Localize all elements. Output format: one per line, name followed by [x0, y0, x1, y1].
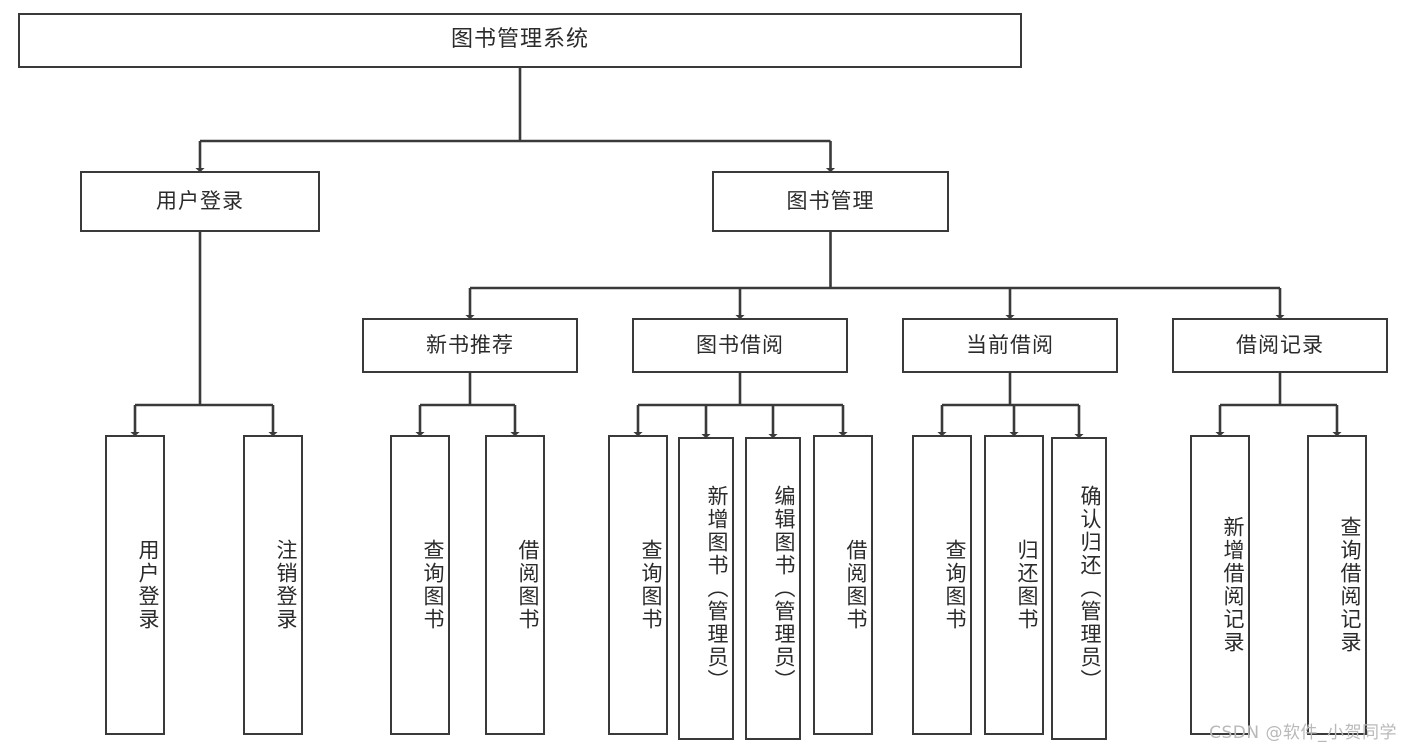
node-label: 查询借阅记录: [1338, 516, 1362, 654]
leaf-add-borrow-record[interactable]: 新增借阅记录: [1190, 435, 1250, 735]
node-book-management[interactable]: 图书管理: [712, 171, 949, 232]
leaf-confirm-return-admin[interactable]: 确认归还（管理员）: [1051, 437, 1107, 740]
leaf-return-book[interactable]: 归还图书: [984, 435, 1044, 735]
leaf-query-borrow-record[interactable]: 查询借阅记录: [1307, 435, 1367, 735]
leaf-borrow-book[interactable]: 借阅图书: [813, 435, 873, 735]
leaf-borrow-book-recommend[interactable]: 借阅图书: [485, 435, 545, 735]
node-label: 新书推荐: [426, 332, 514, 357]
node-label: 新增图书（管理员）: [705, 485, 729, 692]
node-label: 用户登录: [156, 188, 244, 213]
leaf-logout-login[interactable]: 注销登录: [243, 435, 303, 735]
node-borrow-record[interactable]: 借阅记录: [1172, 318, 1388, 373]
node-label: 当前借阅: [966, 332, 1054, 357]
node-current-borrow[interactable]: 当前借阅: [902, 318, 1118, 373]
node-root-system[interactable]: 图书管理系统: [18, 13, 1022, 68]
leaf-user-login[interactable]: 用户登录: [105, 435, 165, 735]
node-label: 图书借阅: [696, 332, 784, 357]
node-label: 借阅记录: [1236, 332, 1324, 357]
node-label: 借阅图书: [844, 539, 868, 631]
node-label: 注销登录: [274, 539, 298, 631]
node-label: 查询图书: [639, 539, 663, 631]
node-label: 图书管理系统: [450, 27, 589, 53]
node-label: 用户登录: [136, 539, 160, 631]
node-label: 归还图书: [1015, 539, 1039, 631]
node-label: 查询图书: [421, 539, 445, 631]
leaf-add-book-admin[interactable]: 新增图书（管理员）: [678, 437, 734, 740]
node-book-borrow[interactable]: 图书借阅: [632, 318, 848, 373]
node-label: 查询图书: [943, 539, 967, 631]
node-label: 借阅图书: [516, 539, 540, 631]
node-label: 编辑图书（管理员）: [772, 485, 796, 692]
node-label: 确认归还（管理员）: [1078, 485, 1102, 692]
node-new-book-recommend[interactable]: 新书推荐: [362, 318, 578, 373]
node-user-login[interactable]: 用户登录: [80, 171, 320, 232]
node-label: 图书管理: [786, 188, 875, 213]
leaf-query-book-current[interactable]: 查询图书: [912, 435, 972, 735]
leaf-edit-book-admin[interactable]: 编辑图书（管理员）: [745, 437, 801, 740]
leaf-query-book-borrow[interactable]: 查询图书: [608, 435, 668, 735]
leaf-query-book-recommend[interactable]: 查询图书: [390, 435, 450, 735]
node-label: 新增借阅记录: [1221, 516, 1245, 654]
